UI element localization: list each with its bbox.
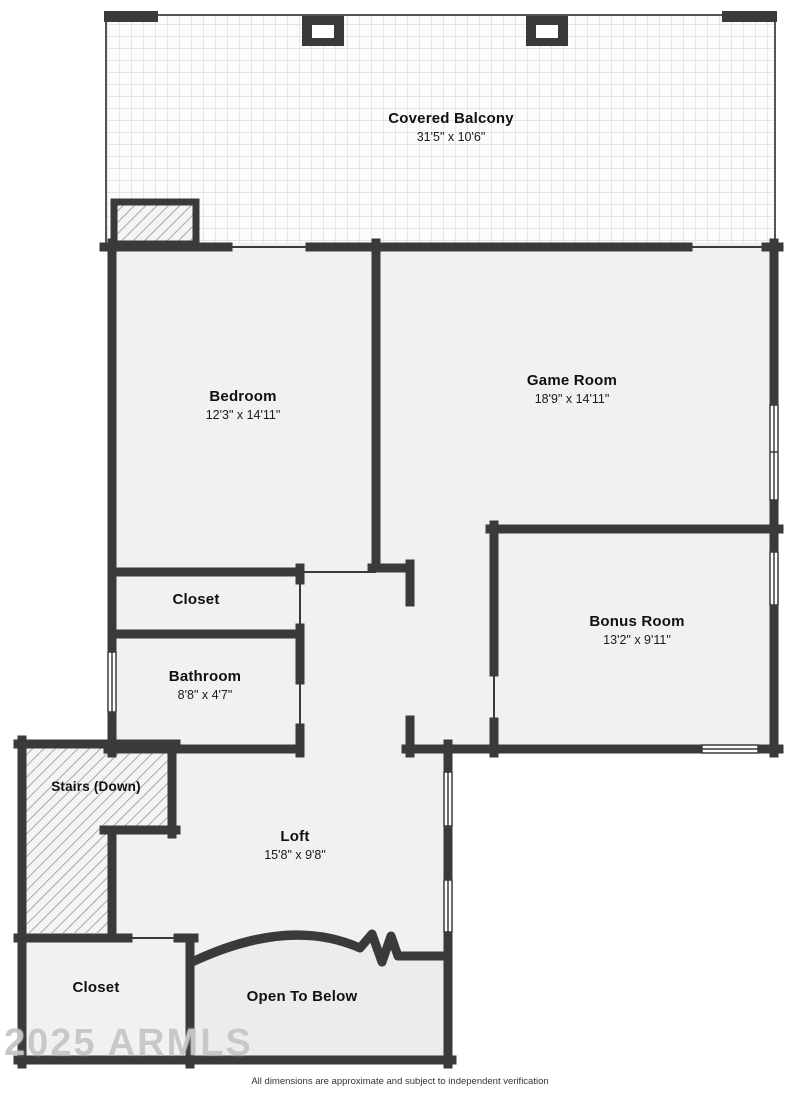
balcony-area [105,14,776,248]
stairs-hatch [24,746,170,933]
room-dims: 8'8" x 4'7" [177,688,233,703]
room-label-covered-balcony: Covered Balcony 31'5" x 10'6" [388,110,514,145]
room-dims: 12'3" x 14'11" [205,408,281,423]
room-label-bathroom: Bathroom 8'8" x 4'7" [169,668,241,703]
balcony-wall-tabs [104,11,777,22]
doors-layer [128,246,766,939]
room-label-stairs-down: Stairs (Down) [51,779,141,795]
railing-wall [185,929,453,969]
balcony-landing-hatch [110,198,200,248]
walls-layer [13,238,784,1069]
room-name: Stairs (Down) [51,779,141,794]
room-label-loft: Loft 15'8" x 9'8" [264,828,326,863]
windows-layer [107,404,779,933]
dimensions-disclaimer: All dimensions are approximate and subje… [251,1076,549,1087]
room-dims: 13'2" x 9'11" [603,633,671,648]
room-name: Bathroom [168,668,242,685]
floor-area [18,243,775,1064]
room-label-bonus-room: Bonus Room 13'2" x 9'11" [589,613,684,648]
room-name: Bonus Room [589,613,685,630]
room-label-closet-lower: Closet [72,979,119,996]
room-label-game-room: Game Room 18'9" x 14'11" [527,372,617,407]
room-dims: 18'9" x 14'11" [534,392,610,407]
room-label-bedroom: Bedroom 12'3" x 14'11" [206,388,281,423]
room-name: Closet [172,591,220,608]
room-name: Loft [280,828,310,845]
room-dims: 31'5" x 10'6" [416,130,486,145]
room-name: Game Room [526,372,618,389]
room-label-open-to-below: Open To Below [247,988,358,1005]
room-dims: 15'8" x 9'8" [264,848,326,863]
room-name: Covered Balcony [388,110,514,127]
balcony-vents [302,16,568,46]
room-label-closet-upper: Closet [172,591,219,608]
room-name: Bedroom [209,388,277,405]
armls-watermark: 2025 ARMLS [4,1022,253,1064]
room-name: Open To Below [246,988,358,1005]
room-name: Closet [72,979,120,996]
